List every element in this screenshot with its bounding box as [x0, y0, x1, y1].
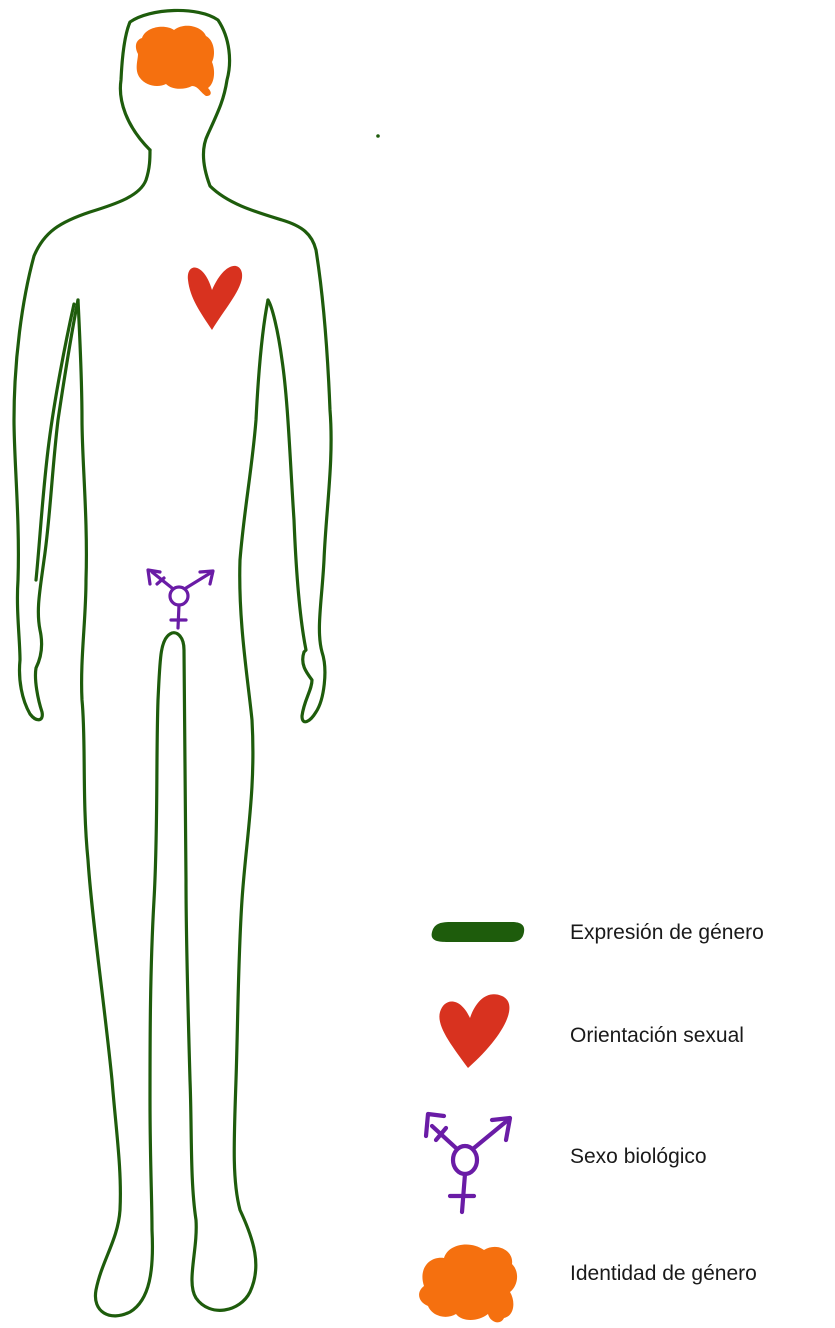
body-outline	[14, 10, 331, 1315]
transgender-symbol-icon	[148, 570, 213, 628]
legend-brain-icon	[419, 1244, 517, 1322]
legend-label-orientation: Orientación sexual	[570, 1025, 744, 1046]
green-bar-icon	[432, 922, 525, 942]
stray-dot	[376, 134, 380, 138]
legend-label-expression: Expresión de género	[570, 922, 764, 943]
legend-label-identity: Identidad de género	[570, 1263, 757, 1284]
legend	[419, 922, 524, 1322]
brain-icon	[136, 26, 214, 96]
heart-icon	[188, 266, 242, 330]
legend-heart-icon	[439, 994, 509, 1068]
legend-transgender-symbol-icon	[426, 1114, 510, 1212]
legend-label-sex: Sexo biológico	[570, 1146, 707, 1167]
